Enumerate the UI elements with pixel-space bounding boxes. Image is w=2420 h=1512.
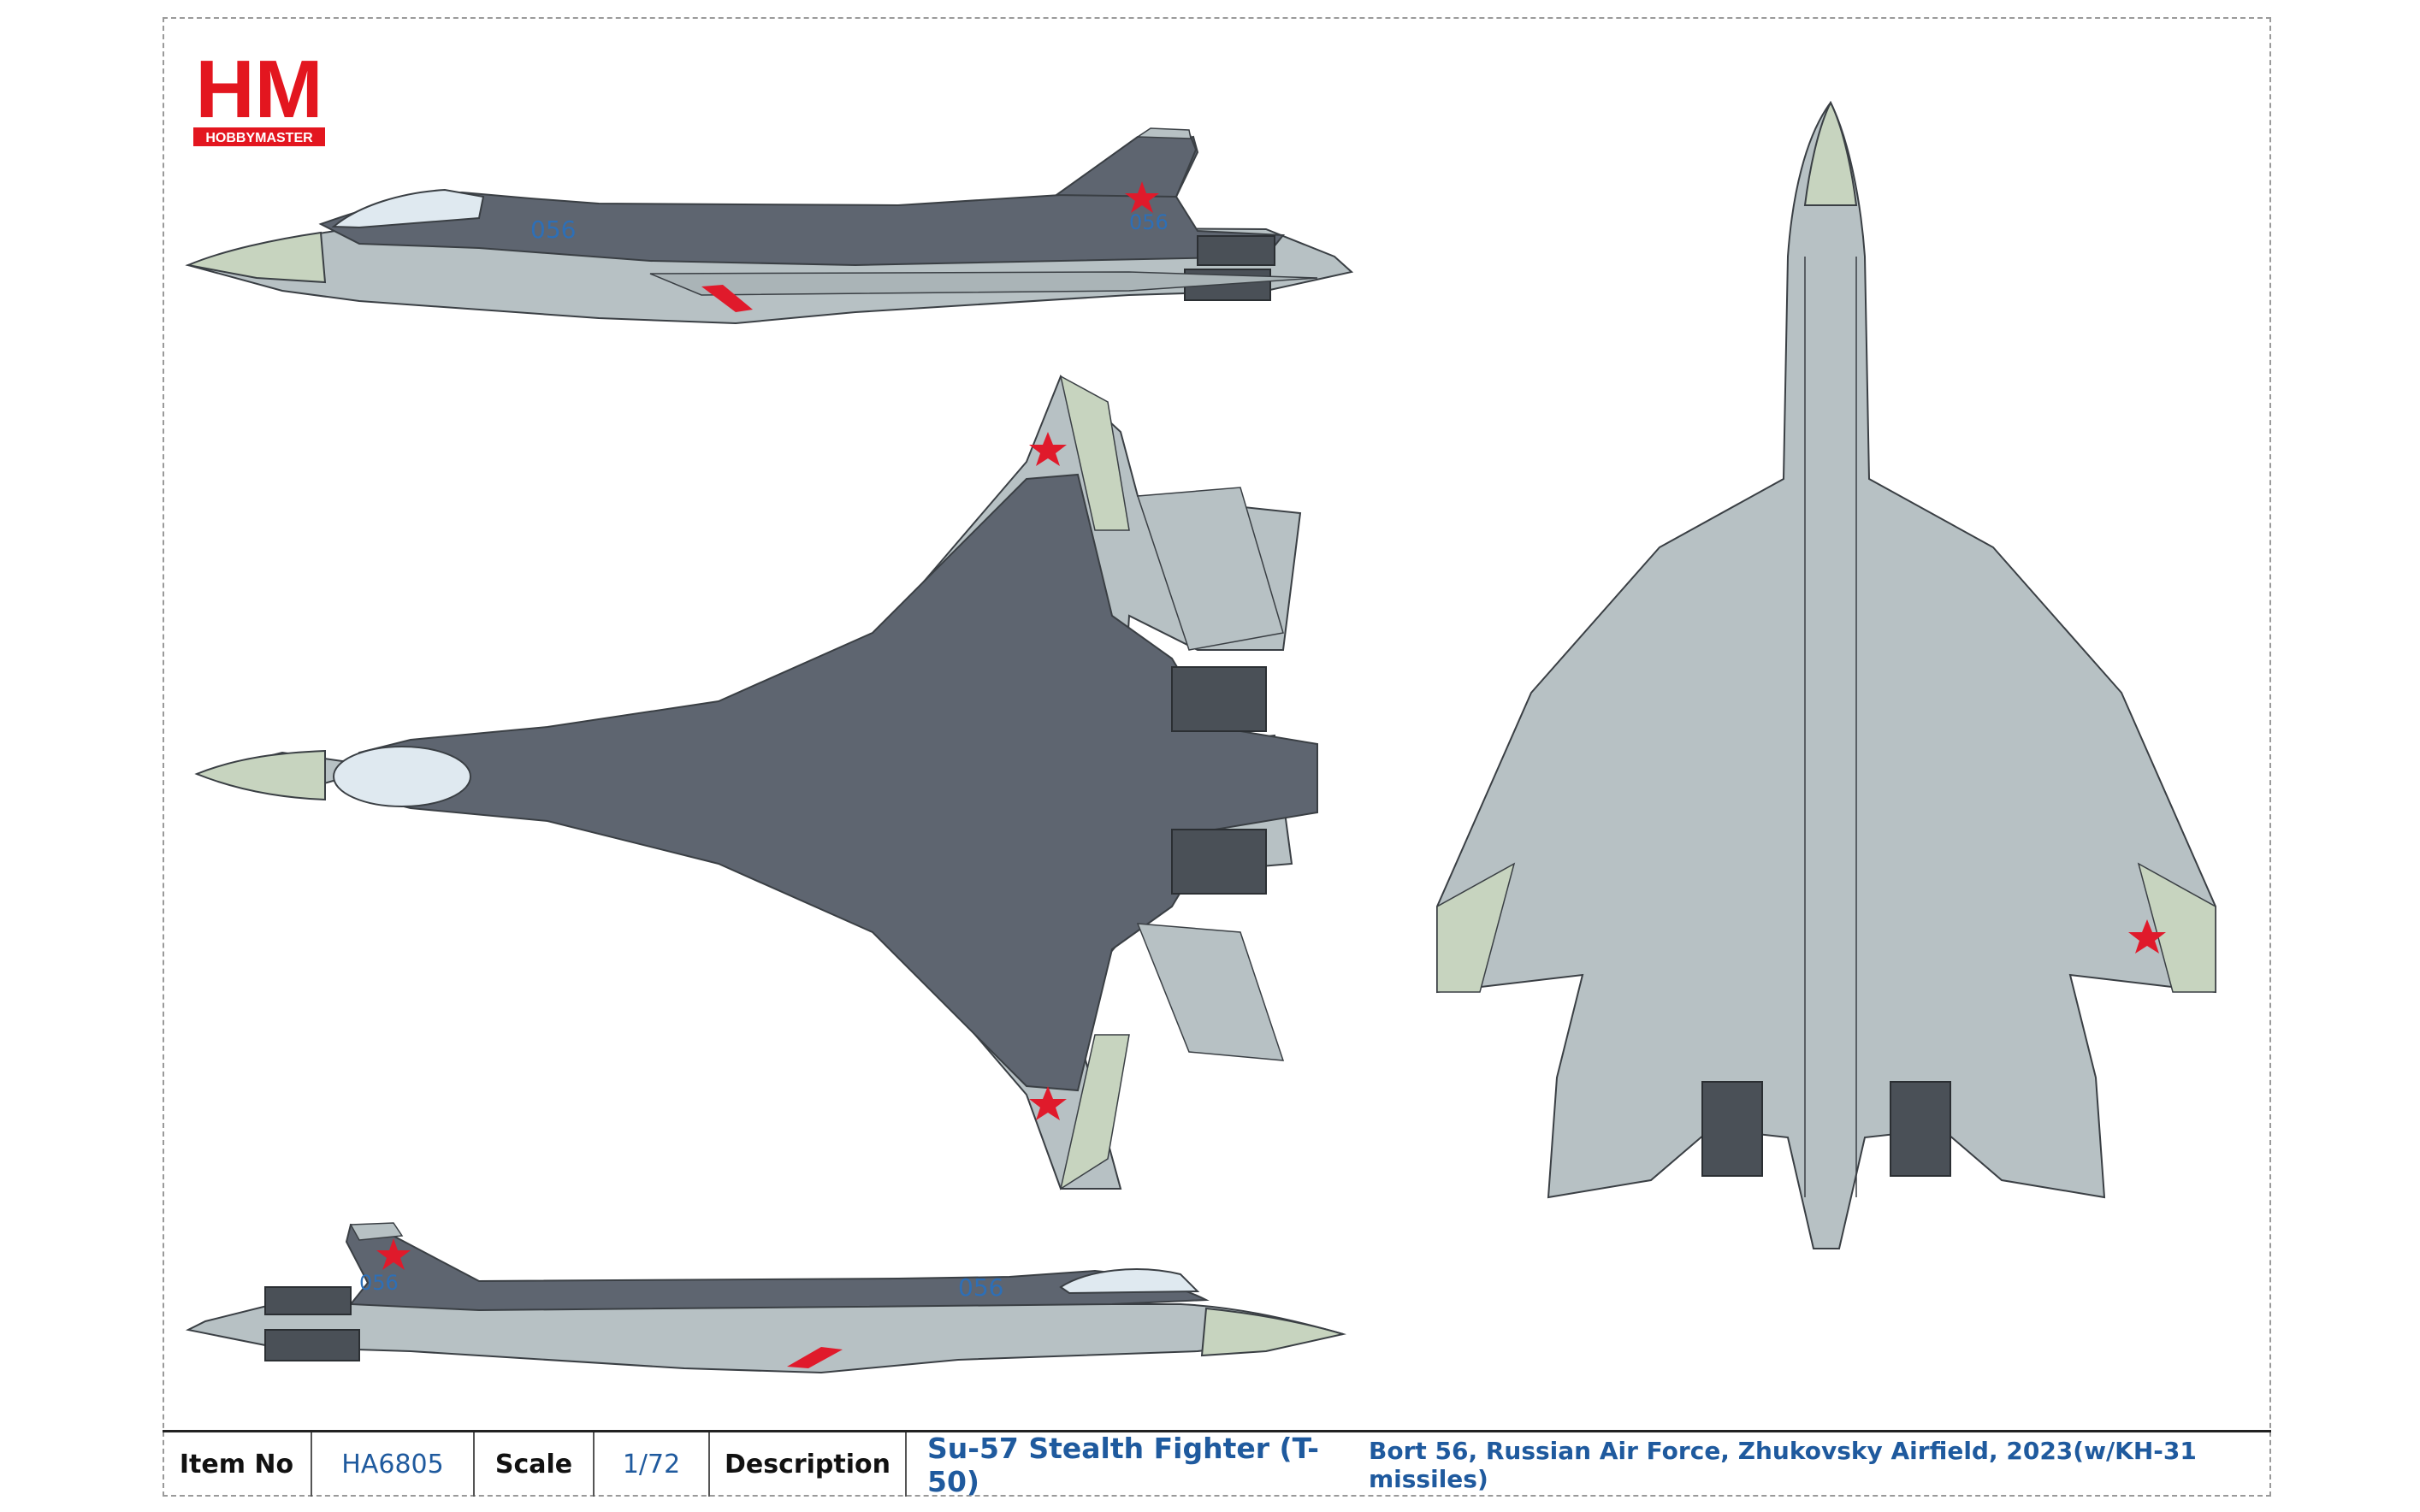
hobbymaster-logo: HM HOBBYMASTER <box>186 38 332 154</box>
item-no-value: HA6805 <box>312 1432 475 1497</box>
hobbymaster-logo-graphic: HM HOBBYMASTER <box>193 44 325 146</box>
bort-number-top-tail: 056 <box>1129 210 1169 234</box>
bort-number-bottom-tail: 056 <box>359 1271 399 1295</box>
description-sub: Bort 56, Russian Air Force, Zhukovsky Ai… <box>1368 1436 2197 1493</box>
description-main: Su-57 Stealth Fighter (T-50) <box>927 1431 1319 1498</box>
side-view-top: 056 056 <box>185 127 1354 325</box>
bort-number-top-fuselage: 056 <box>530 216 576 244</box>
logo-text: HM <box>195 44 322 135</box>
underside-view <box>1436 100 2216 1249</box>
description-value: Su-57 Stealth Fighter (T-50) Bort 56, Ru… <box>907 1431 2271 1498</box>
info-bar: Item No HA6805 Scale 1/72 Description Su… <box>163 1430 2271 1498</box>
logo-subtext: HOBBYMASTER <box>205 131 313 145</box>
side-view-bottom: 056 056 <box>185 1222 1346 1374</box>
bort-number-bottom-fuselage: 056 <box>958 1273 1003 1302</box>
scale-label: Scale <box>475 1432 595 1497</box>
plan-view-top <box>194 375 1318 1190</box>
profile-sheet-border <box>163 17 2271 1497</box>
scale-value: 1/72 <box>595 1432 710 1497</box>
item-no-label: Item No <box>163 1432 312 1497</box>
description-label: Description <box>710 1432 907 1497</box>
